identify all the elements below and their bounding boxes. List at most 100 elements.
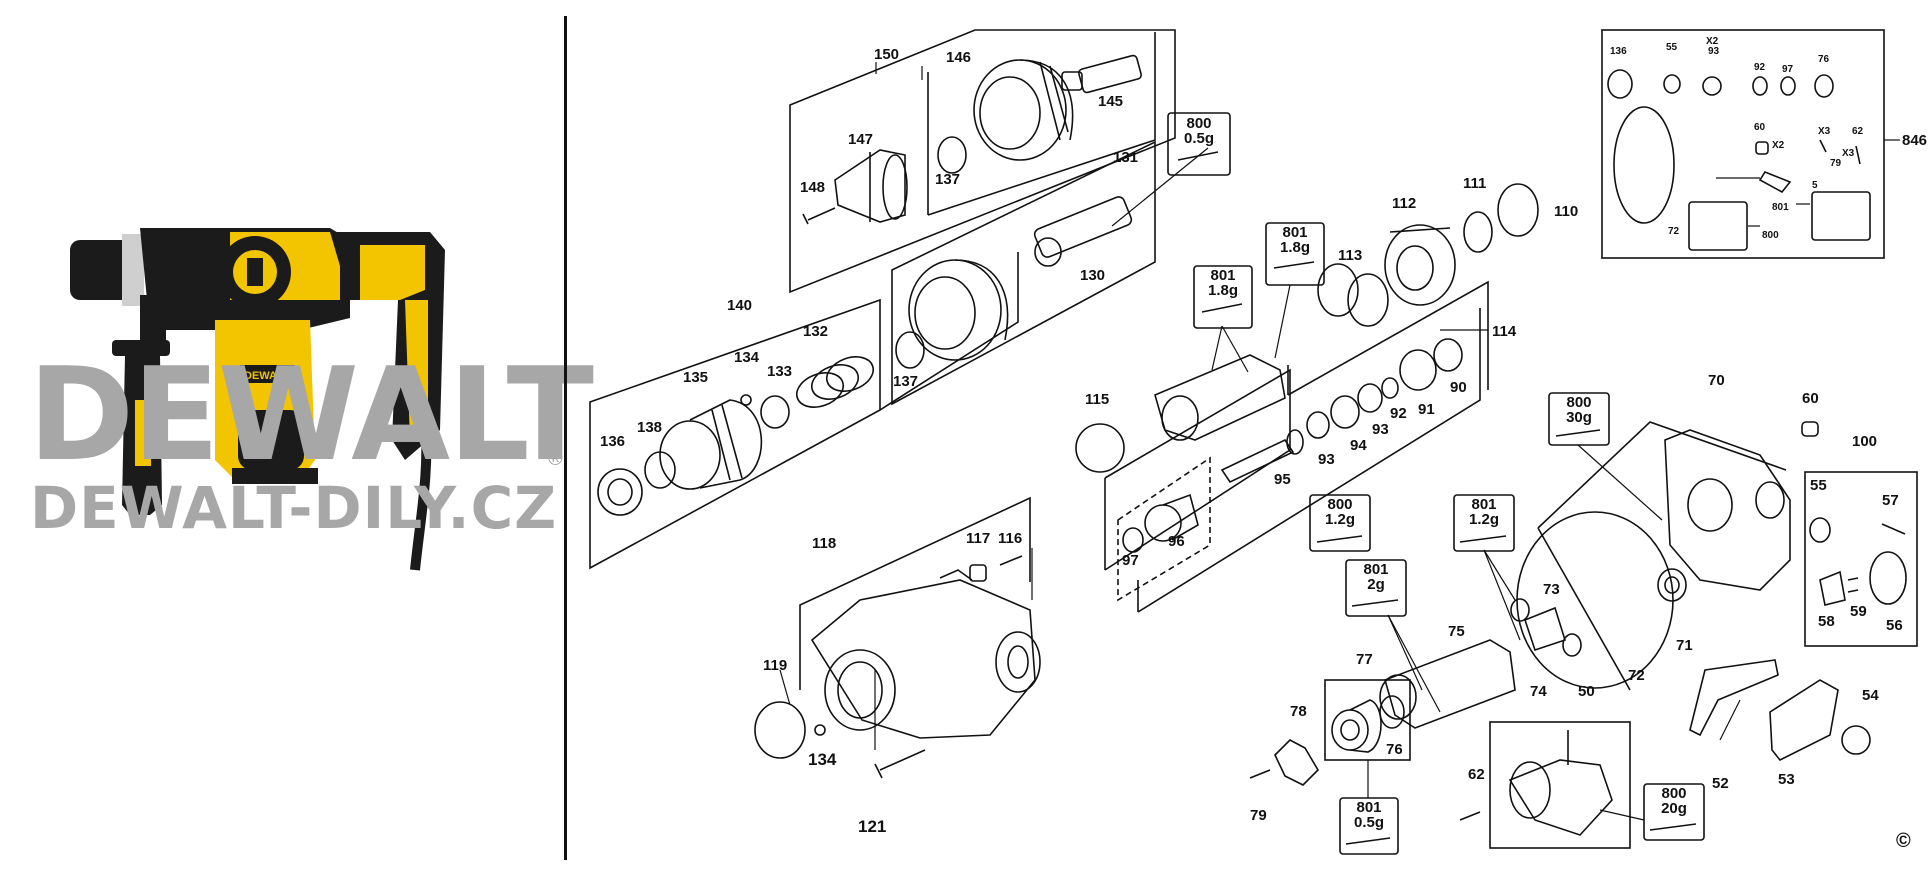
svg-text:133: 133 [767, 363, 792, 380]
kit-62-screw [1855, 145, 1861, 165]
svg-text:118: 118 [812, 535, 836, 552]
group-114-outline [1287, 280, 1489, 396]
svg-text:1.2g: 1.2g [1325, 511, 1355, 528]
part-136-bearing [597, 468, 643, 516]
part-58-brush-holder [1819, 570, 1846, 606]
grease-box: 801 2g [1345, 559, 1407, 617]
grease-box: 801 1.8g [1265, 222, 1325, 286]
part-135-housing [659, 399, 763, 490]
svg-text:0.5g: 0.5g [1354, 814, 1384, 831]
grease-box: 800 30g [1548, 392, 1610, 446]
svg-text:121: 121 [858, 817, 886, 836]
svg-text:134: 134 [734, 349, 760, 366]
svg-text:130: 130 [1080, 267, 1105, 284]
kit-92-ring [1752, 76, 1768, 96]
svg-text:131: 131 [1113, 149, 1138, 166]
svg-text:134: 134 [808, 750, 837, 769]
svg-text:1.2g: 1.2g [1469, 511, 1499, 528]
part-52-bracket [1689, 659, 1779, 737]
svg-text:90: 90 [1450, 379, 1467, 396]
svg-text:801: 801 [1356, 799, 1381, 816]
svg-text:801: 801 [1210, 267, 1235, 284]
kit-55-ring [1663, 74, 1681, 94]
kit-76-ring [1814, 74, 1834, 98]
kit-72-gasket [1613, 106, 1675, 224]
svg-text:1.8g: 1.8g [1280, 239, 1310, 256]
part-74-ring-b [1562, 633, 1582, 657]
svg-text:X2: X2 [1772, 140, 1785, 151]
watermark-brand: DEWALT [28, 341, 594, 490]
svg-text:59: 59 [1850, 603, 1867, 620]
svg-text:800: 800 [1762, 230, 1779, 241]
svg-text:93: 93 [1708, 46, 1720, 57]
part-134-ball [740, 394, 752, 406]
svg-text:801: 801 [1772, 202, 1789, 213]
kit-97-ring [1780, 76, 1796, 96]
svg-text:111: 111 [1463, 175, 1486, 192]
svg-text:110: 110 [1554, 203, 1578, 220]
svg-text:100: 100 [1852, 433, 1877, 450]
svg-text:801: 801 [1363, 561, 1388, 578]
svg-text:801: 801 [1471, 496, 1496, 513]
part-117-nut [969, 564, 987, 582]
svg-text:77: 77 [1356, 651, 1373, 668]
leader-lines [779, 62, 1900, 821]
svg-text:113: 113 [1338, 247, 1362, 264]
group-50-box [1489, 721, 1631, 849]
svg-text:53: 53 [1778, 771, 1795, 788]
part-60-plug-a [1801, 421, 1819, 437]
svg-text:76: 76 [1386, 741, 1403, 758]
part-62-screw-a [1459, 811, 1481, 821]
group-140-outline [589, 298, 881, 570]
part-134-ball-b [814, 724, 826, 736]
drill-product-image: DEWALT [70, 228, 445, 571]
svg-text:116: 116 [998, 530, 1022, 547]
svg-text:73: 73 [1543, 581, 1560, 598]
svg-text:117: 117 [966, 530, 990, 547]
part-72-gasket [1516, 511, 1674, 689]
svg-text:96: 96 [1168, 533, 1185, 550]
part-77-bearing [1331, 699, 1382, 753]
part-116-screw [999, 555, 1023, 566]
part-121-screw [874, 749, 926, 779]
svg-text:0.5g: 0.5g [1184, 130, 1214, 147]
svg-text:93: 93 [1372, 421, 1389, 438]
part-93-oring-b [1357, 383, 1383, 413]
svg-text:95: 95 [1274, 471, 1291, 488]
svg-text:138: 138 [637, 419, 662, 436]
svg-text:800: 800 [1186, 115, 1211, 132]
part-74-ring-a [1510, 598, 1530, 622]
svg-text:20g: 20g [1661, 800, 1687, 817]
svg-text:150: 150 [874, 46, 899, 63]
svg-text:94: 94 [1350, 437, 1367, 454]
svg-text:X3: X3 [1818, 126, 1831, 137]
svg-text:71: 71 [1676, 637, 1693, 654]
svg-text:140: 140 [727, 297, 752, 314]
part-75-tube [1379, 639, 1516, 729]
svg-text:800: 800 [1661, 785, 1686, 802]
kit-60-plug [1755, 141, 1769, 155]
grease-box: 800 0.5g [1167, 112, 1231, 176]
svg-text:54: 54 [1862, 687, 1879, 704]
part-133-ring [760, 395, 790, 429]
part-50-gear-assembly [1508, 730, 1613, 836]
svg-text:79: 79 [1830, 158, 1842, 169]
part-92-oring [1381, 377, 1399, 399]
svg-text:74: 74 [1530, 683, 1547, 700]
svg-text:56: 56 [1886, 617, 1903, 634]
svg-text:60: 60 [1754, 122, 1766, 133]
part-90-ring [1433, 338, 1463, 372]
svg-text:800: 800 [1327, 496, 1352, 513]
part-111-ring [1463, 211, 1493, 253]
svg-text:137: 137 [935, 171, 960, 188]
svg-text:146: 146 [946, 49, 971, 66]
svg-text:62: 62 [1468, 766, 1485, 783]
part-115-ring [1075, 423, 1125, 473]
part-94-ring [1330, 395, 1360, 429]
svg-text:136: 136 [1610, 46, 1627, 57]
svg-text:92: 92 [1390, 405, 1407, 422]
drill-logo: DEWALT [244, 370, 290, 382]
part-78-clamp [1274, 739, 1320, 786]
svg-text:135: 135 [683, 369, 708, 386]
